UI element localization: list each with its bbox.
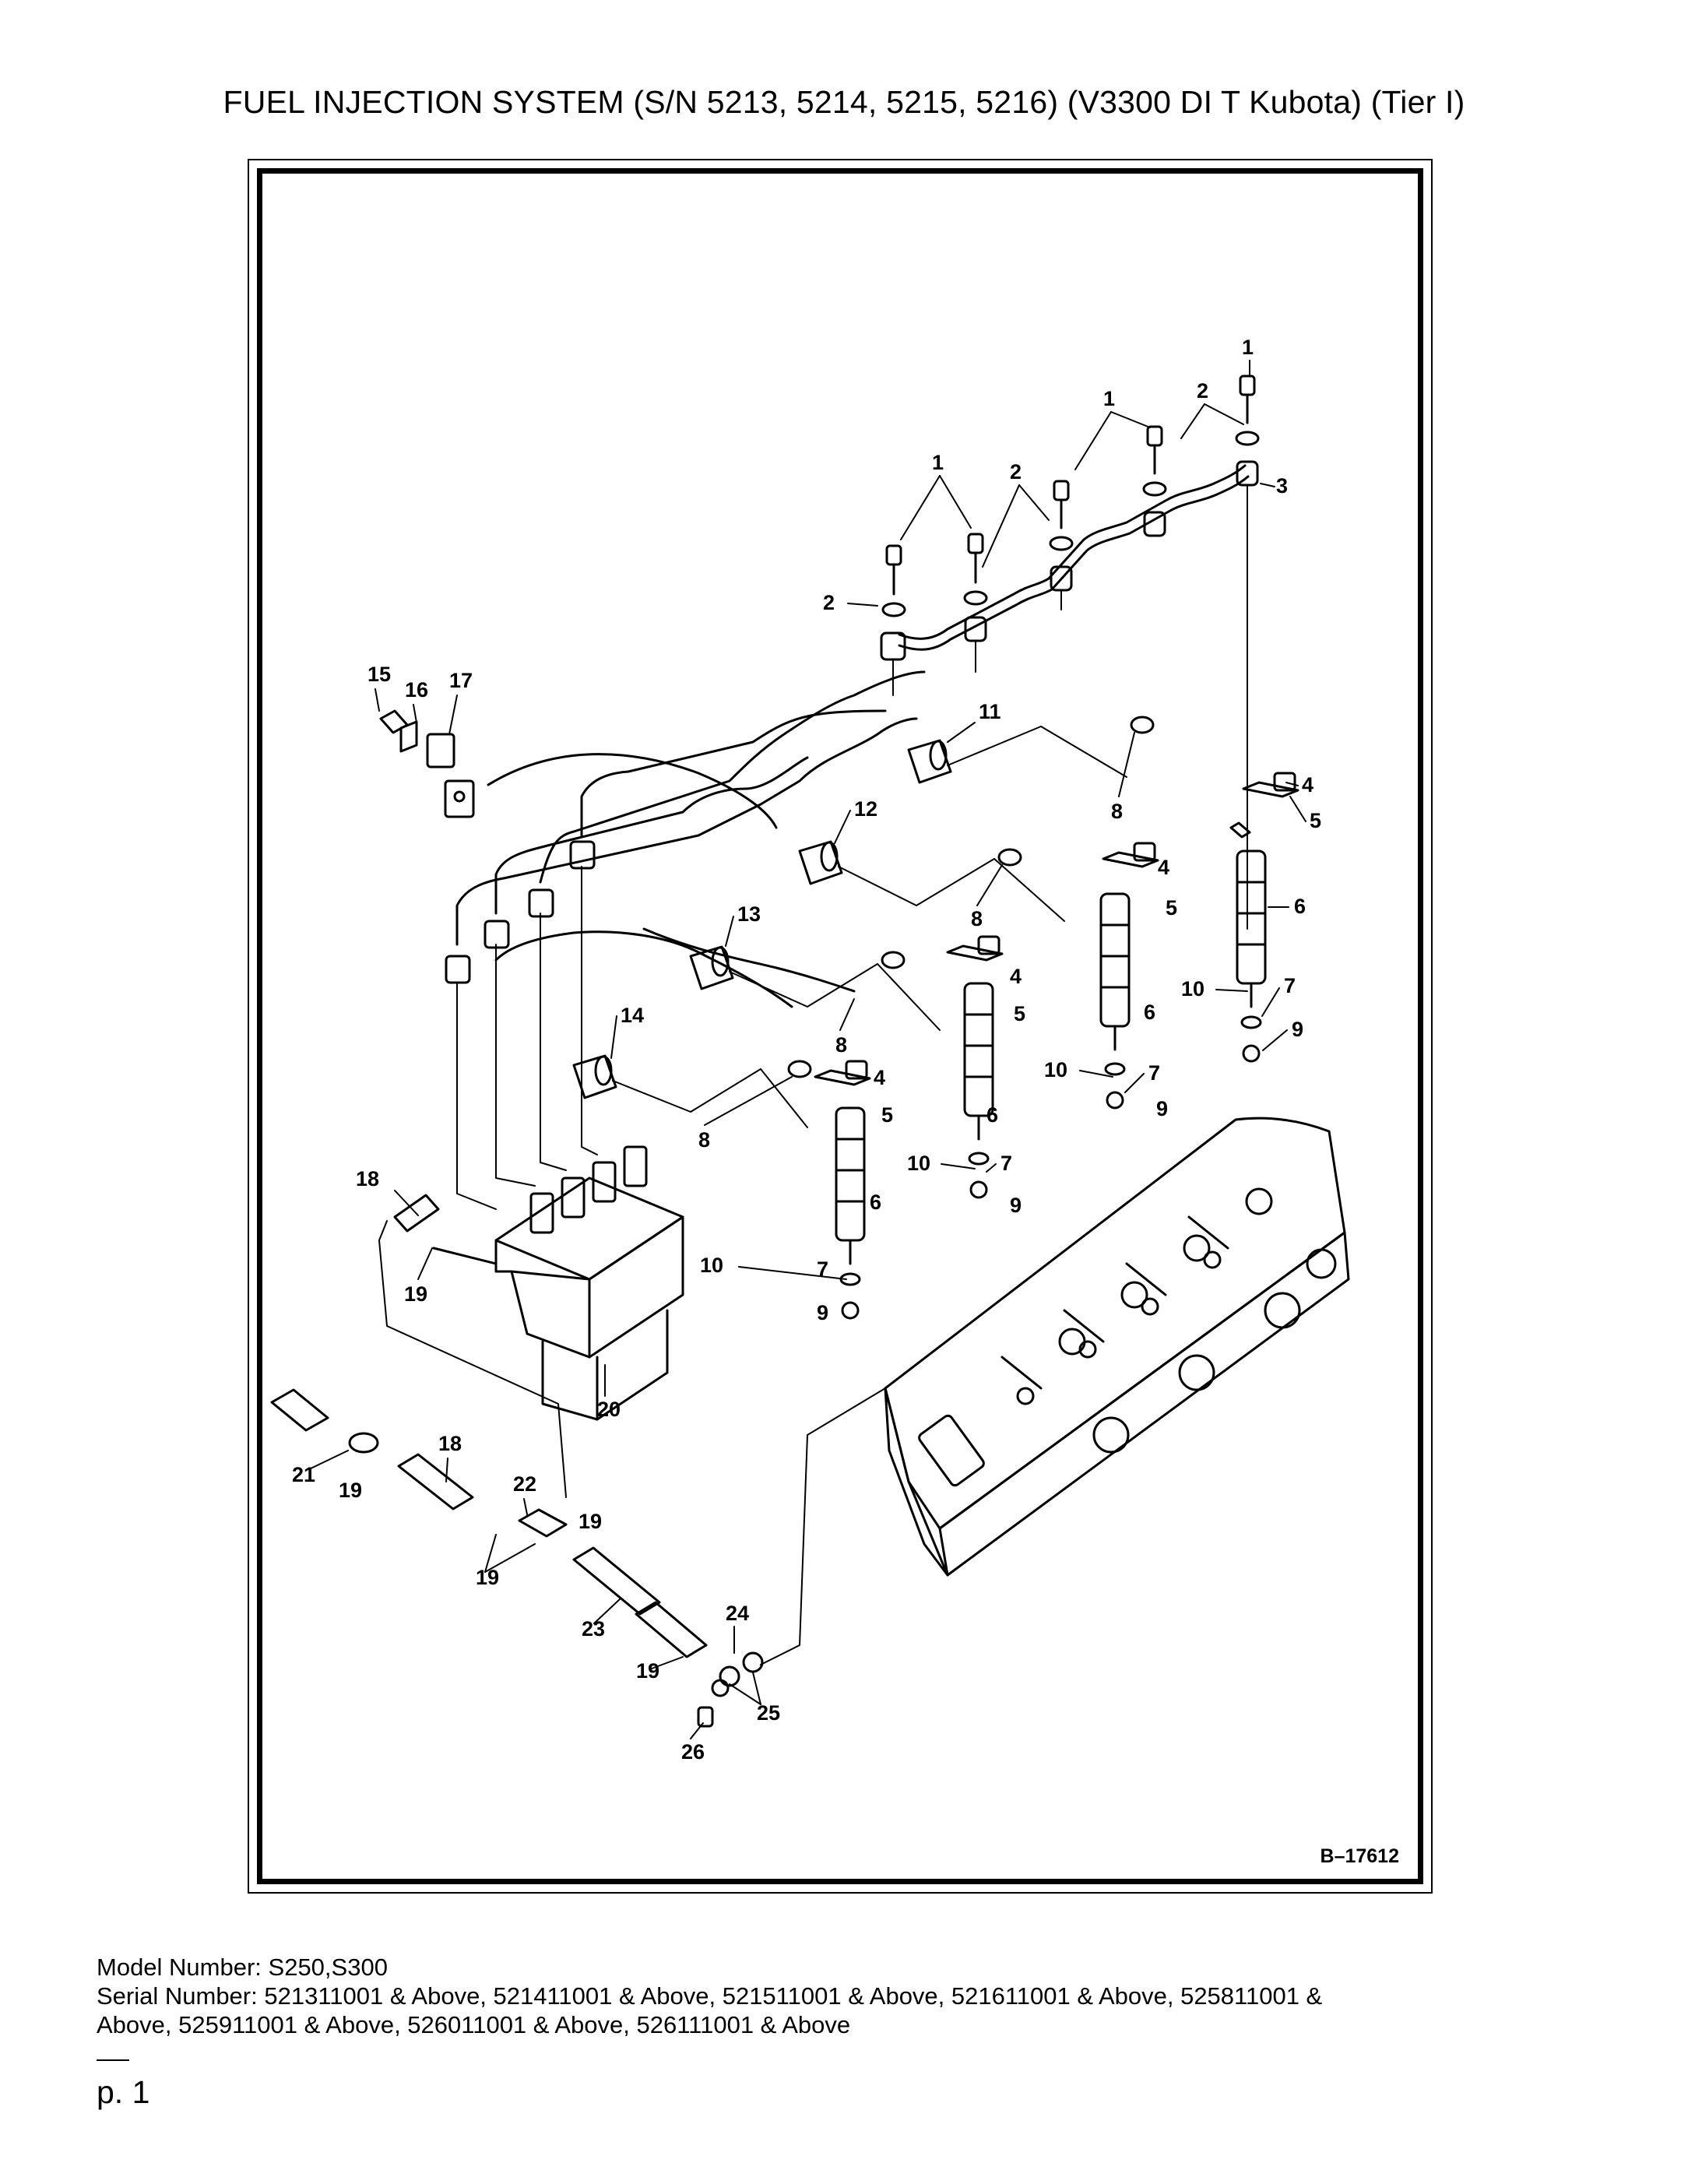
- svg-text:2: 2: [1010, 460, 1022, 484]
- svg-text:16: 16: [405, 678, 428, 702]
- nozzle-nuts-and-clamps: [814, 772, 1299, 1086]
- fuel-line-routing: [378, 1220, 886, 1665]
- svg-text:8: 8: [698, 1128, 710, 1152]
- svg-text:4: 4: [1010, 965, 1022, 988]
- pipe-end-nuts: [445, 840, 596, 984]
- svg-text:1: 1: [1103, 387, 1115, 410]
- svg-text:6: 6: [1294, 895, 1306, 918]
- svg-text:1: 1: [932, 451, 944, 474]
- svg-text:8: 8: [971, 907, 983, 930]
- nozzle-seals-washers: [839, 1015, 1262, 1320]
- return-lines: [612, 726, 1127, 1128]
- svg-text:20: 20: [597, 1398, 621, 1421]
- svg-text:19: 19: [339, 1479, 362, 1502]
- svg-text:10: 10: [1044, 1058, 1067, 1081]
- svg-text:5: 5: [881, 1103, 893, 1127]
- svg-text:3: 3: [1276, 474, 1288, 498]
- svg-text:15: 15: [367, 663, 391, 686]
- cylinder-head: [884, 1117, 1350, 1577]
- svg-text:7: 7: [1284, 974, 1296, 997]
- svg-text:4: 4: [874, 1066, 885, 1089]
- svg-text:6: 6: [870, 1190, 881, 1214]
- exploded-view-drawing: 1 2 3 1 1 2 2 15 16 17 11 8 4 5 12 8 4 5…: [270, 336, 1350, 1764]
- svg-text:19: 19: [578, 1510, 602, 1533]
- svg-text:7: 7: [1000, 1152, 1012, 1175]
- svg-text:12: 12: [854, 797, 877, 821]
- svg-text:21: 21: [292, 1463, 315, 1486]
- svg-text:19: 19: [404, 1282, 427, 1306]
- svg-text:8: 8: [835, 1033, 847, 1057]
- pump-supply-lines: [456, 866, 598, 1210]
- figure-frame: 1 2 3 1 1 2 2 15 16 17 11 8 4 5 12 8 4 5…: [248, 159, 1433, 1894]
- svg-text:6: 6: [986, 1103, 998, 1127]
- banjo-bolts: [885, 375, 1256, 596]
- svg-text:1: 1: [1242, 336, 1254, 359]
- serial-number-line-1: Serial Number: 521311001 & Above, 521411…: [97, 1982, 1323, 2010]
- svg-text:26: 26: [681, 1740, 705, 1764]
- svg-text:9: 9: [817, 1301, 828, 1324]
- svg-text:19: 19: [636, 1659, 659, 1683]
- svg-text:24: 24: [726, 1602, 749, 1625]
- parts-diagram: 1 2 3 1 1 2 2 15 16 17 11 8 4 5 12 8 4 5…: [257, 168, 1423, 1884]
- leak-off-drop-lines: [892, 484, 1248, 930]
- applicability-info: Model Number: S250,S300 Serial Number: 5…: [97, 1953, 1607, 2039]
- svg-text:5: 5: [1166, 896, 1177, 920]
- serial-number-line-2: Above, 525911001 & Above, 526011001 & Ab…: [97, 2011, 851, 2038]
- svg-text:4: 4: [1158, 856, 1169, 879]
- svg-text:14: 14: [621, 1004, 644, 1027]
- svg-text:13: 13: [737, 902, 761, 926]
- page-number-rule: [97, 2059, 129, 2061]
- svg-text:17: 17: [449, 669, 473, 692]
- svg-text:22: 22: [513, 1472, 536, 1496]
- svg-text:23: 23: [582, 1617, 605, 1641]
- nozzle-holders: [835, 821, 1267, 1265]
- svg-text:2: 2: [823, 591, 835, 614]
- svg-text:10: 10: [907, 1152, 930, 1175]
- svg-text:10: 10: [700, 1254, 723, 1277]
- figure-code: B–17612: [1320, 1845, 1399, 1867]
- svg-text:9: 9: [1010, 1194, 1022, 1217]
- svg-text:4: 4: [1302, 773, 1313, 797]
- injection-pump: [432, 1145, 684, 1421]
- svg-text:2: 2: [1197, 379, 1208, 403]
- svg-text:8: 8: [1111, 800, 1123, 823]
- callout-numbers: 1 2 3 1 1 2 2 15 16 17 11 8 4 5 12 8 4 5…: [292, 336, 1321, 1764]
- svg-text:6: 6: [1144, 1001, 1155, 1024]
- page-number: p. 1: [97, 2074, 150, 2110]
- injection-pipes: [455, 670, 926, 1008]
- fuel-hoses-and-fittings: [270, 1194, 764, 1728]
- svg-text:5: 5: [1310, 809, 1321, 832]
- svg-text:9: 9: [1292, 1018, 1303, 1041]
- page-title: FUEL INJECTION SYSTEM (S/N 5213, 5214, 5…: [223, 84, 1465, 120]
- svg-text:10: 10: [1181, 977, 1204, 1001]
- svg-text:5: 5: [1014, 1002, 1025, 1025]
- clamp-assembly: [379, 709, 778, 829]
- leak-off-pipe: [898, 464, 1250, 651]
- pipe-hose-fittings: [572, 739, 952, 1099]
- svg-text:7: 7: [1148, 1061, 1160, 1085]
- model-number-line: Model Number: S250,S300: [97, 1954, 388, 1981]
- svg-text:19: 19: [476, 1566, 499, 1589]
- svg-text:9: 9: [1156, 1097, 1168, 1120]
- svg-text:18: 18: [356, 1167, 379, 1190]
- gaskets: [881, 431, 1260, 617]
- svg-text:18: 18: [438, 1432, 462, 1455]
- callout-leaders: [308, 360, 1306, 1739]
- o-rings: [787, 716, 1155, 1078]
- svg-text:11: 11: [979, 700, 1001, 723]
- svg-text:7: 7: [817, 1257, 828, 1281]
